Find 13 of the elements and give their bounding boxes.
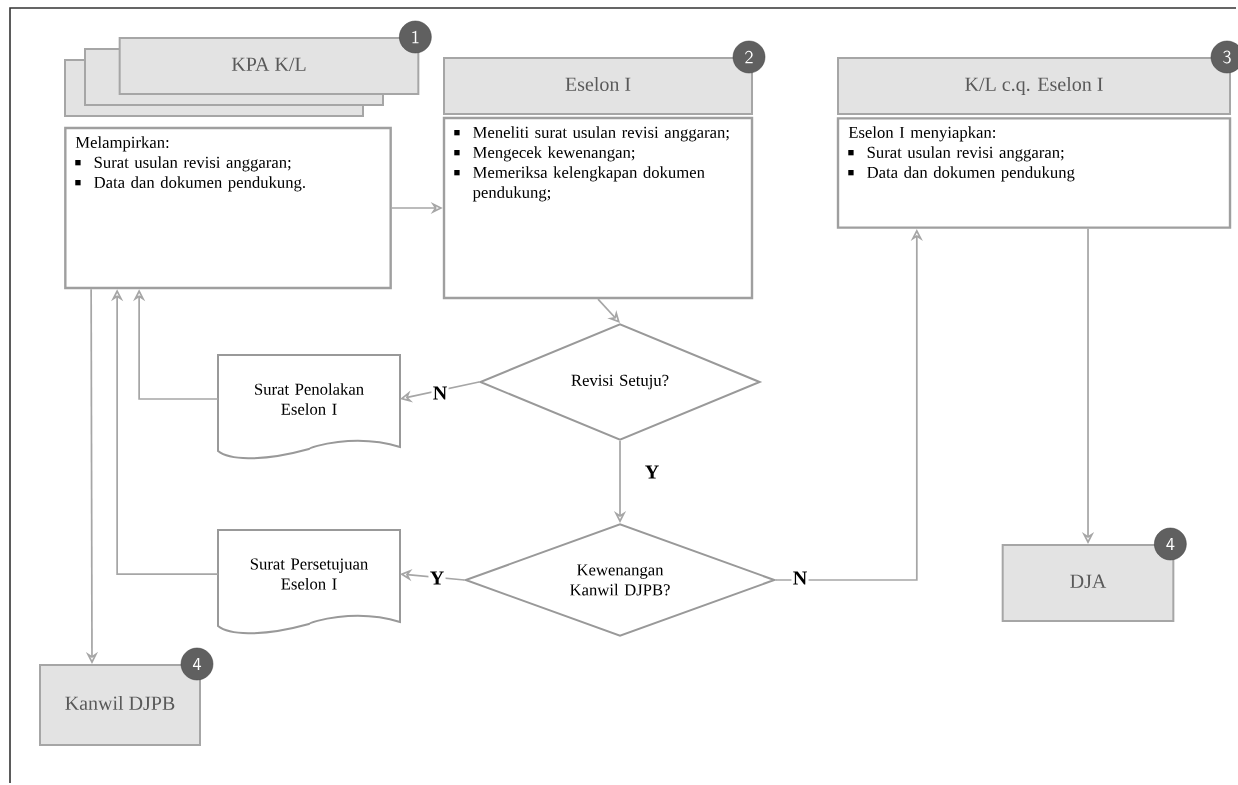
number-badge: 4 [180, 647, 214, 681]
text-box: Meneliti surat usulan revisi anggaran; Mengecek kewenangan; Memeriksa kelengkapan dokumen pendukung; [442, 116, 754, 300]
number-badge: 4 [1154, 527, 1187, 561]
edge-label: Y [428, 570, 446, 586]
text-box: Melampirkan: Surat usulan revisi anggaran; Data dan dokumen pendukung. [64, 126, 392, 290]
number-badge: 2 [732, 40, 766, 74]
text-box: Eselon I menyiapkan: Surat usulan revisi anggaran; Data dan dokumen pendukung [836, 117, 1232, 229]
number-badge: 3 [1210, 40, 1238, 74]
number-badge: 1 [399, 20, 432, 54]
edge-label: N [431, 385, 449, 401]
arrow [597, 298, 620, 323]
edge-label: N [791, 570, 809, 586]
edge-label: Y [643, 464, 661, 480]
